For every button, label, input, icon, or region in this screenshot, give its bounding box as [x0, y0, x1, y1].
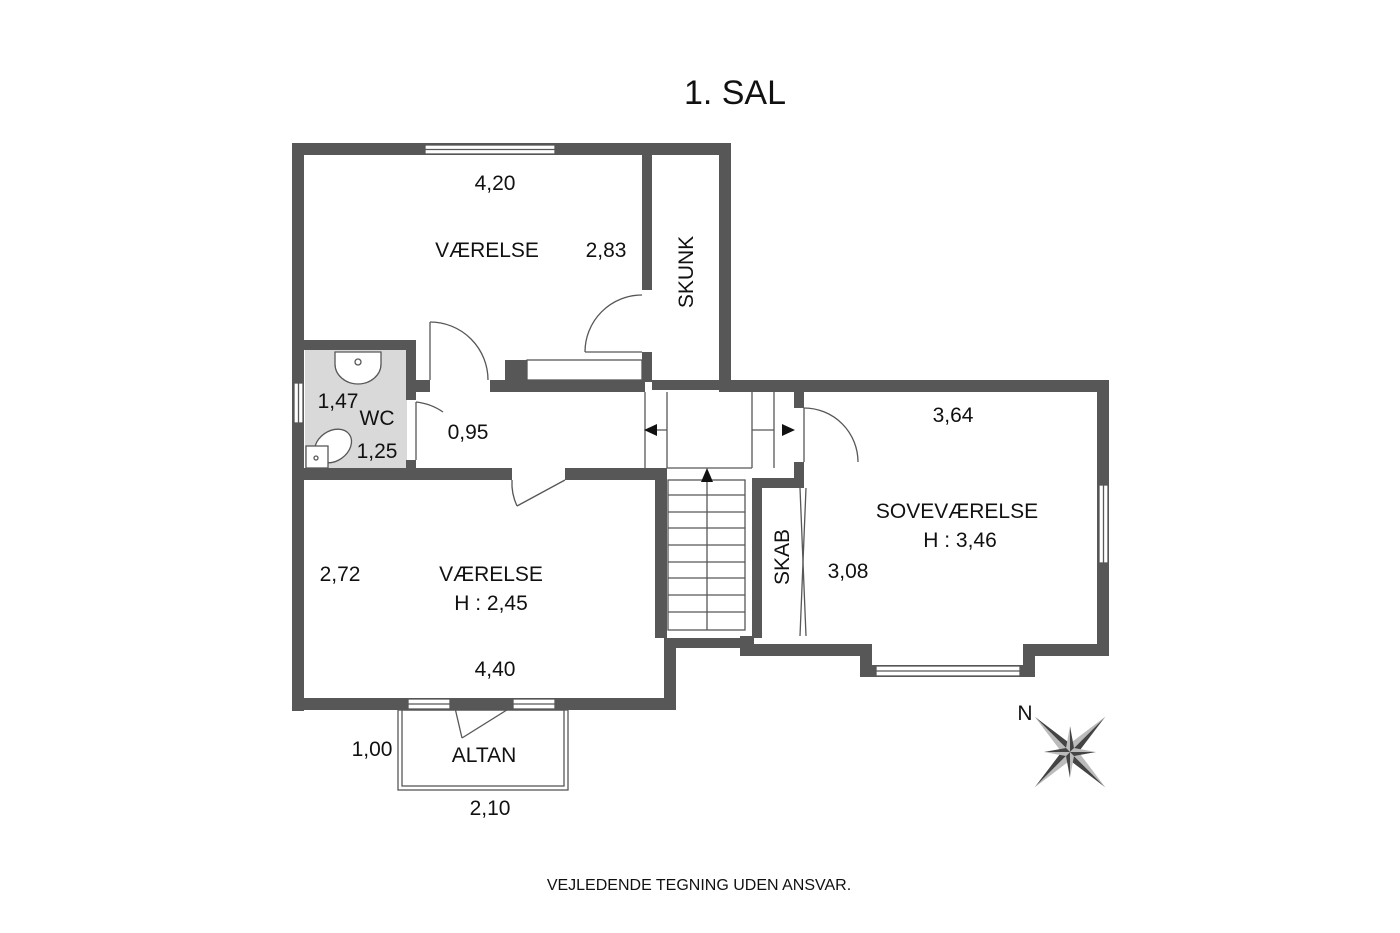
compass-icon: [1034, 716, 1106, 788]
windows: [293, 144, 1109, 710]
height-vaerelse-bottom: H : 2,45: [454, 592, 528, 615]
dim-bedroom-depth: 3,08: [828, 560, 869, 583]
dim-top-room-depth: 2,83: [586, 239, 627, 262]
fixtures: [526, 359, 775, 631]
height-sovevaerelse: H : 3,46: [923, 529, 997, 552]
floor-title: 1. SAL: [684, 74, 786, 112]
dim-wc-a: 1,47: [318, 390, 359, 413]
dim-altan-width: 2,10: [470, 797, 511, 820]
dim-bottom-room-depth: 2,72: [320, 563, 361, 586]
dim-bottom-room-width: 4,40: [475, 658, 516, 681]
disclaimer: VEJLEDENDE TEGNING UDEN ANSVAR.: [547, 877, 851, 894]
walls: [292, 143, 1109, 711]
wc-fixtures: [305, 351, 382, 469]
dim-bedroom-width: 3,64: [933, 404, 974, 427]
label-skunk: SKUNK: [675, 236, 698, 308]
compass-north-label: N: [1017, 702, 1032, 725]
label-sovevaerelse: SOVEVÆRELSE: [876, 500, 1038, 523]
label-vaerelse-bottom: VÆRELSE: [439, 563, 543, 586]
label-vaerelse-top: VÆRELSE: [435, 239, 539, 262]
dim-altan-depth: 1,00: [352, 738, 393, 761]
dim-hall: 0,95: [448, 421, 489, 444]
label-altan: ALTAN: [452, 744, 517, 767]
dim-top-room-width: 4,20: [475, 172, 516, 195]
doors: [415, 294, 859, 739]
balcony: [397, 709, 569, 791]
label-wc: WC: [360, 407, 395, 430]
stair-arrows: [644, 424, 795, 482]
dim-wc-b: 1,25: [357, 440, 398, 463]
label-skab: SKAB: [771, 529, 794, 585]
